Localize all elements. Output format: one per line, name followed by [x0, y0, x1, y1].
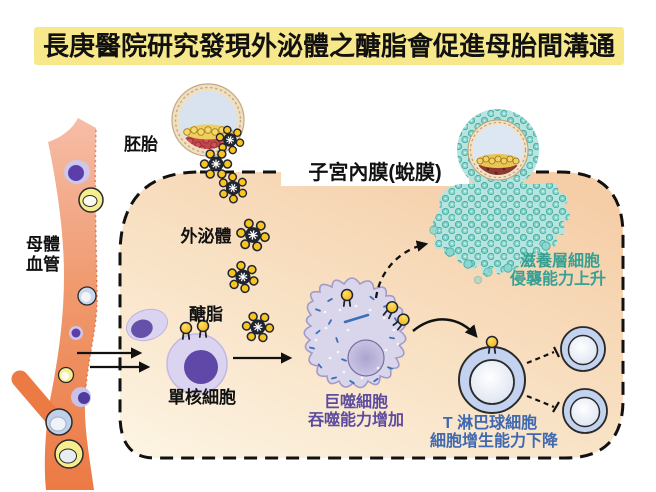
implanted-inner-cell-mass	[474, 154, 522, 175]
macrophage-to-trophoblast-arrow	[374, 240, 429, 299]
maternal-vessel: 母體 血管	[11, 118, 104, 490]
vessel-edge-line	[84, 129, 98, 401]
page-title: 長庚醫院研究發現外泌體之醣脂會促進母胎間溝通	[43, 31, 615, 61]
maternal-vessel-label-1: 母體	[26, 235, 60, 254]
monocytes: 醣脂 單核細胞	[125, 304, 236, 407]
inhibition-lines	[526, 346, 560, 413]
decidua-label-plate	[281, 157, 469, 186]
glycolipid-label: 醣脂	[189, 304, 223, 324]
macrophage-nucleus	[347, 339, 385, 377]
macrophage-label-1: 巨噬細胞	[324, 392, 388, 411]
macrophage-to-tcell-arrow	[412, 318, 478, 338]
trophoblast-label-1: 滋養層細胞	[520, 251, 600, 270]
macrophage: 巨噬細胞 吞噬能力增加	[303, 277, 413, 429]
decidua-label: 子宮內膜(蛻膜)	[308, 160, 441, 184]
trophoblast-complex: 滋養層細胞 侵襲能力上升	[429, 109, 606, 288]
maternal-vessel-label-2: 血管	[26, 254, 60, 274]
exosome-label: 外泌體	[181, 226, 232, 246]
title-banner-bg	[34, 27, 624, 65]
flow-arrows	[77, 347, 293, 373]
embryo-label: 胚胎	[124, 134, 158, 154]
trophoblast-fringe-cells	[429, 225, 551, 284]
macrophage-label-2: 吞噬能力增加	[308, 410, 404, 429]
trophoblast-mass	[432, 183, 571, 278]
tcell-label-2: 細胞增生能力下降	[430, 431, 559, 450]
trophoblast-label-2: 侵襲能力上升	[509, 269, 606, 288]
title-banner: 長庚醫院研究發現外泌體之醣脂會促進母胎間溝通	[34, 27, 624, 65]
exosome-trail: 外泌體	[181, 123, 276, 344]
t-lymphocytes: T 淋巴球細胞 細胞增生能力下降	[430, 326, 608, 450]
blood-cells	[45, 160, 104, 469]
monocyte-label: 單核細胞	[168, 387, 236, 407]
tcell-label-1: T 淋巴球細胞	[443, 413, 537, 432]
